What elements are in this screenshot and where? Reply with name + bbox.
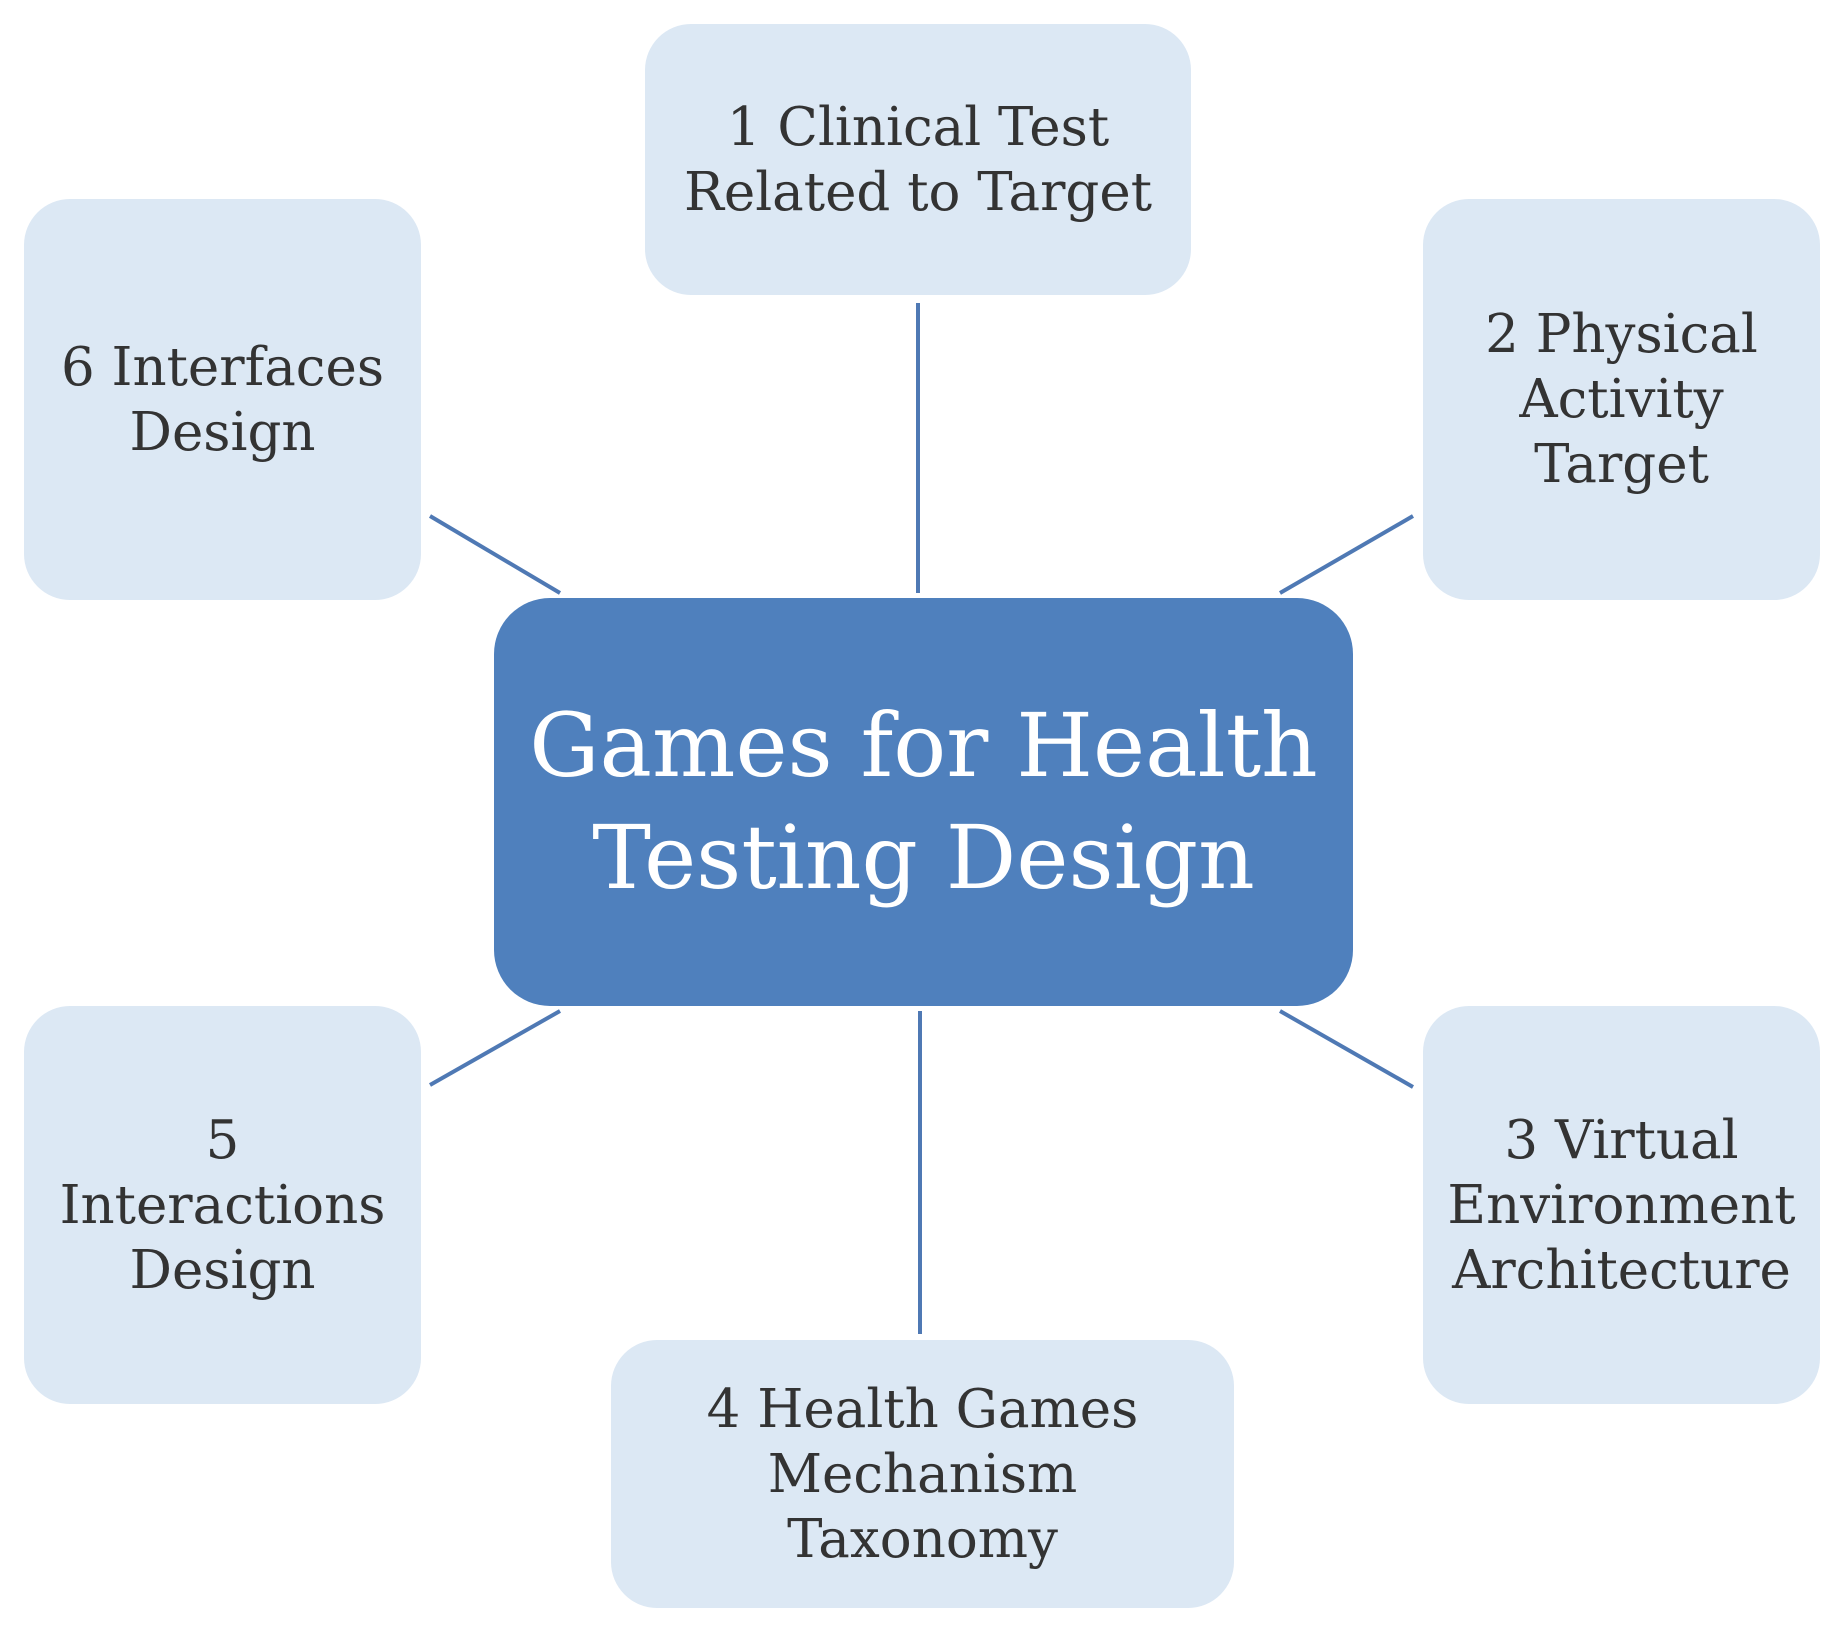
connector-2	[1278, 514, 1415, 595]
node-label: 2 Physical Activity Target	[1485, 304, 1758, 495]
node-label: 6 Interfaces Design	[60, 336, 385, 463]
node-virtual-environment: 3 Virtual Environment Architecture	[1423, 1006, 1820, 1404]
node-physical-activity: 2 Physical Activity Target	[1423, 199, 1820, 600]
central-topic-label: Games for Health Testing Design	[529, 694, 1318, 909]
node-clinical-test: 1 Clinical Test Related to Target	[645, 24, 1191, 295]
connector-6	[428, 514, 562, 595]
node-health-games-taxonomy: 4 Health Games Mechanism Taxonomy	[611, 1340, 1234, 1608]
node-label: 3 Virtual Environment Architecture	[1447, 1109, 1796, 1301]
node-interactions-design: 5 Interactions Design	[24, 1006, 421, 1404]
connector-3	[1279, 1009, 1414, 1089]
connector-5	[429, 1009, 561, 1087]
node-interfaces-design: 6 Interfaces Design	[24, 199, 421, 600]
central-topic: Games for Health Testing Design	[494, 598, 1353, 1006]
node-label: 1 Clinical Test Related to Target	[683, 96, 1153, 223]
node-label: 5 Interactions Design	[59, 1109, 386, 1301]
node-label: 4 Health Games Mechanism Taxonomy	[706, 1378, 1139, 1570]
